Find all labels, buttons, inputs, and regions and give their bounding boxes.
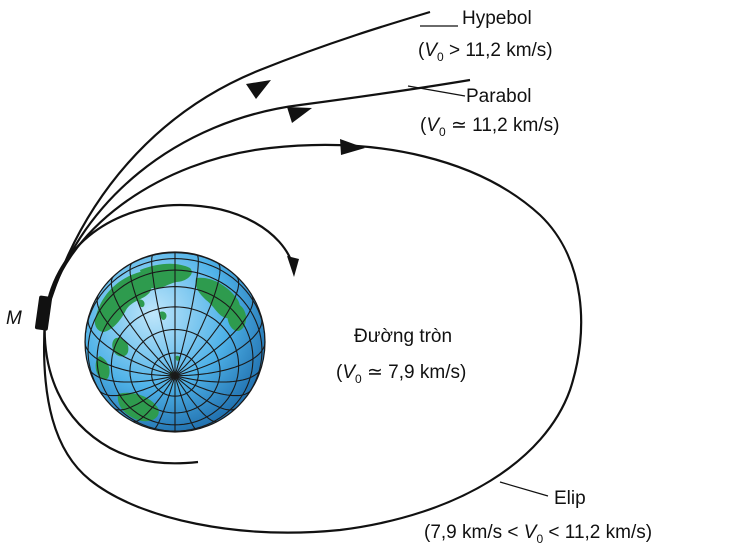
hyperbola-speed: (V0 > 11,2 km/s) <box>418 40 553 64</box>
graticule-line <box>174 375 237 411</box>
hyperbola-orbit-arrow <box>246 80 271 99</box>
graticule-line <box>132 375 176 423</box>
parabola-speed: (V0 ≃ 11,2 km/s) <box>420 115 559 139</box>
graticule-line <box>98 375 176 397</box>
graticule-line <box>174 366 263 383</box>
circular-orbit-arrow <box>287 256 299 277</box>
graticule-line <box>87 316 176 377</box>
graticule-line <box>174 375 218 423</box>
graticule-line <box>174 254 199 376</box>
hyperbola-name: Hypebol <box>462 8 532 29</box>
graticule-line <box>151 352 199 397</box>
graticule-line <box>110 275 176 377</box>
graticule-line <box>96 286 254 432</box>
parabola-orbit <box>43 78 471 319</box>
graticule-line <box>174 269 263 406</box>
graticule-line <box>129 328 221 414</box>
circular-orbit-lower <box>43 317 199 465</box>
graticule-line <box>96 293 176 377</box>
globe-outline <box>84 251 266 433</box>
circle-speed: (V0 ≃ 7,9 km/s) <box>336 362 466 386</box>
graticule-line <box>87 269 176 406</box>
ellipse-speed: (7,9 km/s < V0 < 11,2 km/s) <box>424 522 652 546</box>
graticule-line <box>110 306 240 426</box>
parabola-name: Parabol <box>466 86 532 107</box>
graticule-line <box>151 254 176 376</box>
spacecraft <box>34 295 53 331</box>
graticule-line <box>153 375 176 430</box>
graticule-line <box>174 375 197 430</box>
graticule-line <box>174 275 240 377</box>
globe-graticule <box>85 252 265 432</box>
graticule-line <box>174 293 254 377</box>
ellipse-orbit-arrow <box>340 139 365 155</box>
hyperbola-orbit <box>43 10 431 319</box>
graticule-line <box>174 375 252 397</box>
circle-name: Đường tròn <box>354 326 452 347</box>
point-m-label: M <box>6 308 22 329</box>
parabola-orbit-arrow <box>287 107 312 123</box>
ellipse-orbit <box>42 143 583 534</box>
parabola-leader <box>407 85 466 97</box>
earth-globe <box>84 251 266 433</box>
graticule-line <box>87 366 176 383</box>
ellipse-name: Elip <box>554 488 586 509</box>
graticule-line <box>174 316 263 377</box>
ellipse-leader <box>499 481 549 497</box>
graticule-line <box>113 375 176 411</box>
